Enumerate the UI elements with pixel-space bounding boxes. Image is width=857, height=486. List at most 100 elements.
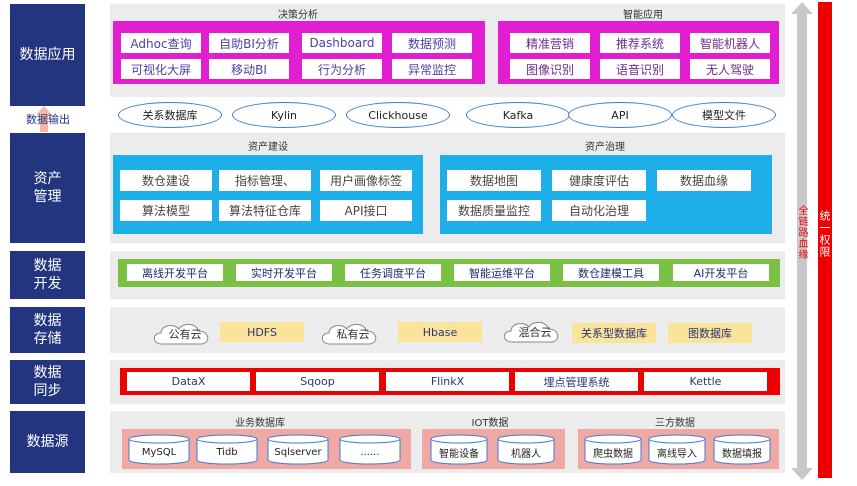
- output-item: API: [568, 102, 672, 128]
- business-db-item: Sqlserver: [267, 434, 329, 465]
- decision-item: 自助BI分析: [209, 33, 289, 53]
- decision-item: 异常监控: [392, 59, 472, 79]
- public-cloud-label: 公有云: [168, 328, 202, 341]
- hbase-item: Hbase: [398, 322, 482, 342]
- asset-gov-panel: [440, 155, 772, 234]
- output-arrow-icon: [36, 106, 52, 132]
- asset-build-item: 算法特征仓库: [219, 200, 311, 221]
- business-db-item: ......: [339, 434, 401, 465]
- source-item-label: 智能设备: [439, 448, 479, 460]
- sync-item: 埋点管理系统: [515, 372, 638, 391]
- dev-item: 数仓建模工具: [563, 264, 659, 281]
- source-item-label: Tidb: [216, 446, 238, 458]
- asset-build-item: 算法模型: [120, 200, 212, 221]
- source-item-label: Sqlserver: [274, 446, 322, 458]
- smart-item: 语音识别: [600, 59, 680, 79]
- third-party-item: 离线导入: [648, 434, 706, 465]
- sync-item: Kettle: [644, 372, 767, 391]
- asset-gov-item: 数据地图: [447, 170, 541, 191]
- private-cloud-label: 私有云: [336, 328, 370, 341]
- asset-build-panel: [113, 155, 423, 234]
- database-icon: [339, 434, 401, 465]
- database-icon: [128, 434, 190, 465]
- smart-item: 精准营销: [510, 33, 590, 53]
- business-db-title: 业务数据库: [235, 418, 285, 429]
- permission-bar: [818, 2, 832, 478]
- lineage-label: 全链路血缘: [796, 205, 807, 260]
- layer-label-storage: 数据 存储: [10, 307, 85, 353]
- smart-item: 图像识别: [510, 59, 590, 79]
- layer-label-output: 数据输出: [26, 113, 70, 126]
- iot-item: 智能设备: [430, 434, 488, 465]
- dev-item: 智能运维平台: [454, 264, 550, 281]
- decision-item: Adhoc查询: [121, 33, 201, 53]
- asset-gov-item: 自动化治理: [552, 200, 646, 221]
- database-icon: [584, 434, 642, 465]
- layer-label-sync: 数据 同步: [10, 360, 85, 404]
- layer-label-assets: 资产 管理: [10, 133, 85, 243]
- dev-item: 任务调度平台: [345, 264, 441, 281]
- decision-item: 移动BI: [209, 59, 289, 79]
- business-db-item: MySQL: [128, 434, 190, 465]
- private-cloud-item: 私有云: [318, 320, 388, 348]
- database-icon: [497, 434, 555, 465]
- source-item-label: 数据填报: [722, 448, 762, 460]
- database-icon: [713, 434, 771, 465]
- decision-title: 决策分析: [278, 10, 318, 21]
- asset-build-item: 用户画像标签: [320, 170, 412, 191]
- dev-panel: [118, 259, 780, 287]
- hdfs-item: HDFS: [220, 322, 304, 342]
- hybrid-cloud-item: 混合云: [500, 318, 570, 346]
- database-icon: [648, 434, 706, 465]
- output-item: 关系数据库: [118, 102, 222, 128]
- source-item-label: ......: [360, 446, 380, 458]
- dev-item: AI开发平台: [673, 264, 769, 281]
- decision-item: 数据预测: [392, 33, 472, 53]
- sync-item: DataX: [127, 372, 250, 391]
- smart-item: 推荐系统: [600, 33, 680, 53]
- asset-gov-item: 数据血缘: [657, 170, 751, 191]
- source-item-label: 机器人: [511, 448, 541, 460]
- output-item: Clickhouse: [346, 102, 450, 128]
- source-item-label: 爬虫数据: [593, 448, 633, 460]
- layer-label-apps: 数据应用: [10, 4, 85, 106]
- public-cloud-item: 公有云: [150, 320, 220, 348]
- asset-gov-item: 健康度评估: [552, 170, 646, 191]
- business-db-item: Tidb: [196, 434, 258, 465]
- smart-title: 智能应用: [623, 10, 663, 21]
- source-item-label: MySQL: [141, 446, 177, 458]
- permission-label: 统一权限: [818, 210, 831, 258]
- dev-item: 实时开发平台: [236, 264, 332, 281]
- layer-label-dev: 数据 开发: [10, 251, 85, 299]
- asset-build-item: 数仓建设: [120, 170, 212, 191]
- third-party-item: 数据填报: [713, 434, 771, 465]
- output-item: Kafka: [466, 102, 570, 128]
- asset-build-item: API接口: [320, 200, 412, 221]
- sync-item: FlinkX: [386, 372, 509, 391]
- relational-db-item: 关系型数据库: [572, 323, 656, 343]
- iot-title: IOT数据: [471, 418, 509, 429]
- asset-gov-item: 数据质量监控: [447, 200, 541, 221]
- database-icon: [196, 434, 258, 465]
- database-icon: [430, 434, 488, 465]
- graph-db-item: 图数据库: [668, 323, 752, 343]
- sync-item: Sqoop: [256, 372, 379, 391]
- hybrid-cloud-label: 混合云: [518, 326, 552, 339]
- decision-item: 可视化大屏: [121, 59, 201, 79]
- asset-gov-title: 资产治理: [585, 142, 625, 153]
- output-item: 模型文件: [672, 102, 776, 128]
- decision-item: 行为分析: [302, 59, 382, 79]
- database-icon: [267, 434, 329, 465]
- third-party-item: 爬虫数据: [584, 434, 642, 465]
- layer-label-source: 数据源: [10, 411, 85, 473]
- decision-item: Dashboard: [302, 33, 382, 53]
- output-item: Kylin: [232, 102, 336, 128]
- asset-build-title: 资产建设: [248, 142, 288, 153]
- lineage-arrow: [791, 2, 813, 480]
- third-party-title: 三方数据: [655, 418, 695, 429]
- smart-item: 无人驾驶: [690, 59, 770, 79]
- dev-item: 离线开发平台: [127, 264, 223, 281]
- asset-build-item: 指标管理、: [219, 170, 311, 191]
- source-item-label: 离线导入: [657, 448, 697, 460]
- smart-item: 智能机器人: [690, 33, 770, 53]
